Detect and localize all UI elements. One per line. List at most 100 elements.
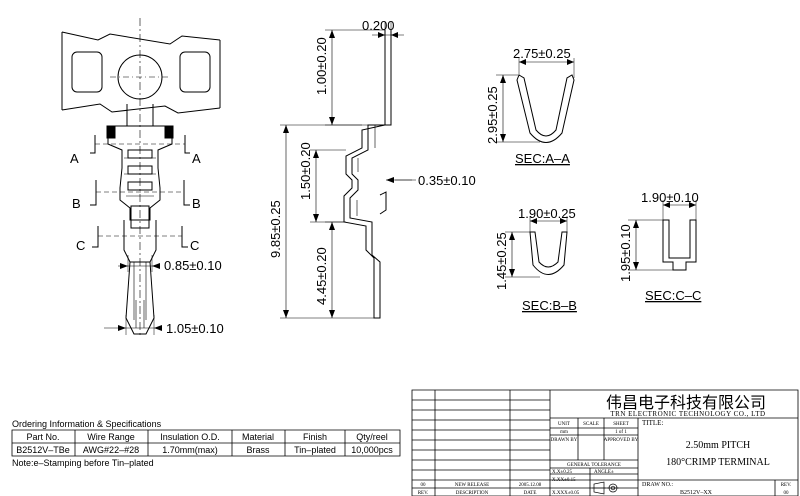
section-label-b-left: B xyxy=(72,196,81,211)
section-marker-b-right xyxy=(184,180,190,205)
sec-b-width: 1.90±0.25 xyxy=(518,206,576,221)
dim-carrier: 1.00±0.20 xyxy=(314,37,329,95)
rev-row-desc: NEW RELEASE xyxy=(455,483,490,488)
section-label-b-right: B xyxy=(192,196,201,211)
section-b-profile xyxy=(530,232,567,275)
ord-cell-material: Brass xyxy=(246,445,270,455)
ord-cell-wire: AWG#22–#28 xyxy=(83,445,139,455)
company-name-cn: 伟昌电子科技有限公司 xyxy=(606,393,766,412)
ord-header-part: Part No. xyxy=(26,432,59,442)
drawn-by: DRAWN BY xyxy=(551,438,578,443)
ord-cell-qty: 10,000pcs xyxy=(351,445,393,455)
ord-header-finish: Finish xyxy=(303,432,327,442)
sec-a-label: SEC:A–A xyxy=(515,151,570,166)
ordering-note: Note:e–Stamping before Tin–plated xyxy=(12,458,154,468)
draw-no-value: B2512V–XX xyxy=(680,490,713,496)
ord-cell-insulation: 1.70mm(max) xyxy=(162,445,218,455)
ordering-table: Ordering Information & Specifications Pa… xyxy=(12,419,400,468)
company-name-en: TRN ELECTRONIC TECHNOLOGY CO., LTD xyxy=(610,410,765,418)
carrier-slot-right xyxy=(180,52,210,92)
section-marker-c-left xyxy=(92,226,98,247)
side-body-outline xyxy=(344,118,391,318)
section-label-c-right: C xyxy=(190,238,199,253)
contact-body xyxy=(126,262,154,334)
approved-by: APPROVED BY xyxy=(604,438,639,443)
side-view xyxy=(280,22,416,318)
unit-label: UNIT xyxy=(558,422,570,427)
title-block: 00 NEW RELEASE 2005.12.08 REV. DESCRIPTI… xyxy=(412,390,798,496)
angle-label: ANGLE± xyxy=(594,470,614,475)
carrier-strip-bottom-edge xyxy=(62,104,220,113)
side-carrier xyxy=(385,30,391,118)
dim-insulation: 1.50±0.20 xyxy=(298,142,313,200)
barrel-window xyxy=(131,206,149,228)
dim-width-crimp: 0.85±0.10 xyxy=(164,258,222,273)
ord-header-material: Material xyxy=(242,432,274,442)
col-date: DATE xyxy=(524,491,537,496)
section-a-a xyxy=(496,58,574,143)
title-label: TITLE: xyxy=(642,419,663,427)
section-a-profile xyxy=(517,75,574,143)
dim-width-tip: 1.05±0.10 xyxy=(166,321,224,336)
section-marker-b-left xyxy=(90,180,96,205)
section-marker-a-left xyxy=(90,135,95,153)
rev-row-rev: 00 xyxy=(421,483,427,488)
crimp-tab-right xyxy=(165,126,173,138)
tol-xxx: X.XXX±0.05 xyxy=(552,491,580,496)
dim-contact: 4.45±0.20 xyxy=(314,247,329,305)
col-desc: DESCRIPTION xyxy=(456,491,489,496)
title-line-2: 180°CRIMP TERMINAL xyxy=(666,457,770,468)
section-label-c-left: C xyxy=(76,238,85,253)
insulation-crimp-outline xyxy=(108,126,172,220)
rev-value: 00 xyxy=(784,491,790,496)
ord-header-insulation: Insulation O.D. xyxy=(160,432,220,442)
section-b-b xyxy=(505,216,567,277)
side-inner-lines xyxy=(357,125,375,216)
crimp-slot-3 xyxy=(128,182,152,190)
dim-bump: 0.35±0.10 xyxy=(418,173,476,188)
sec-c-width: 1.90±0.10 xyxy=(641,190,699,205)
dim-total: 9.85±0.25 xyxy=(268,200,283,258)
crimp-tab-left xyxy=(107,126,115,138)
title-line-1: 2.50mm PITCH xyxy=(686,440,750,451)
section-label-a-right: A xyxy=(192,151,201,166)
carrier-strip-top-edge xyxy=(62,32,220,44)
section-c-c xyxy=(628,200,696,270)
side-bump xyxy=(380,192,386,214)
ord-header-qty: Qty/reel xyxy=(356,432,388,442)
section-c-profile xyxy=(663,220,696,270)
general-tolerance: GENERAL TOLERANCE xyxy=(567,463,621,468)
section-label-a-left: A xyxy=(70,151,79,166)
projection-symbol-icon xyxy=(592,482,619,494)
ord-header-wire: Wire Range xyxy=(87,432,135,442)
sheet-label: SHEET xyxy=(613,422,629,427)
sec-b-label: SEC:B–B xyxy=(522,298,577,313)
crimp-inner-lines xyxy=(124,158,156,196)
scale-label: SCALE xyxy=(583,422,599,427)
tol-x: X.X±0.25 xyxy=(552,470,572,475)
sec-a-width: 2.75±0.25 xyxy=(513,46,571,61)
sheet-value: 1 of 1 xyxy=(615,430,627,435)
ord-cell-finish: Tin–plated xyxy=(294,445,336,455)
wire-barrel xyxy=(124,220,156,262)
tol-xx: X.XX±0.15 xyxy=(552,478,576,483)
sec-c-label: SEC:C–C xyxy=(645,288,701,303)
ordering-title: Ordering Information & Specifications xyxy=(12,419,162,429)
sec-c-height: 1.95±0.10 xyxy=(618,224,633,282)
dim-thickness: 0.200 xyxy=(362,18,395,33)
sec-a-height: 2.95±0.25 xyxy=(485,86,500,144)
carrier-slot-left xyxy=(72,52,102,92)
unit-value: mm xyxy=(560,430,568,435)
col-rev: REV. xyxy=(418,491,429,496)
terminal-neck xyxy=(127,104,153,126)
contact-inner xyxy=(134,262,146,328)
sec-b-height: 1.45±0.25 xyxy=(494,232,509,290)
section-marker-a-right xyxy=(185,135,190,153)
rev-row-date: 2005.12.08 xyxy=(519,483,542,488)
rev-label: REV. xyxy=(781,483,792,488)
ord-cell-part: B2512V–TBe xyxy=(16,445,70,455)
draw-no-label: DRAW NO.: xyxy=(642,482,673,488)
top-view xyxy=(62,18,220,338)
section-marker-c-right xyxy=(182,226,188,247)
